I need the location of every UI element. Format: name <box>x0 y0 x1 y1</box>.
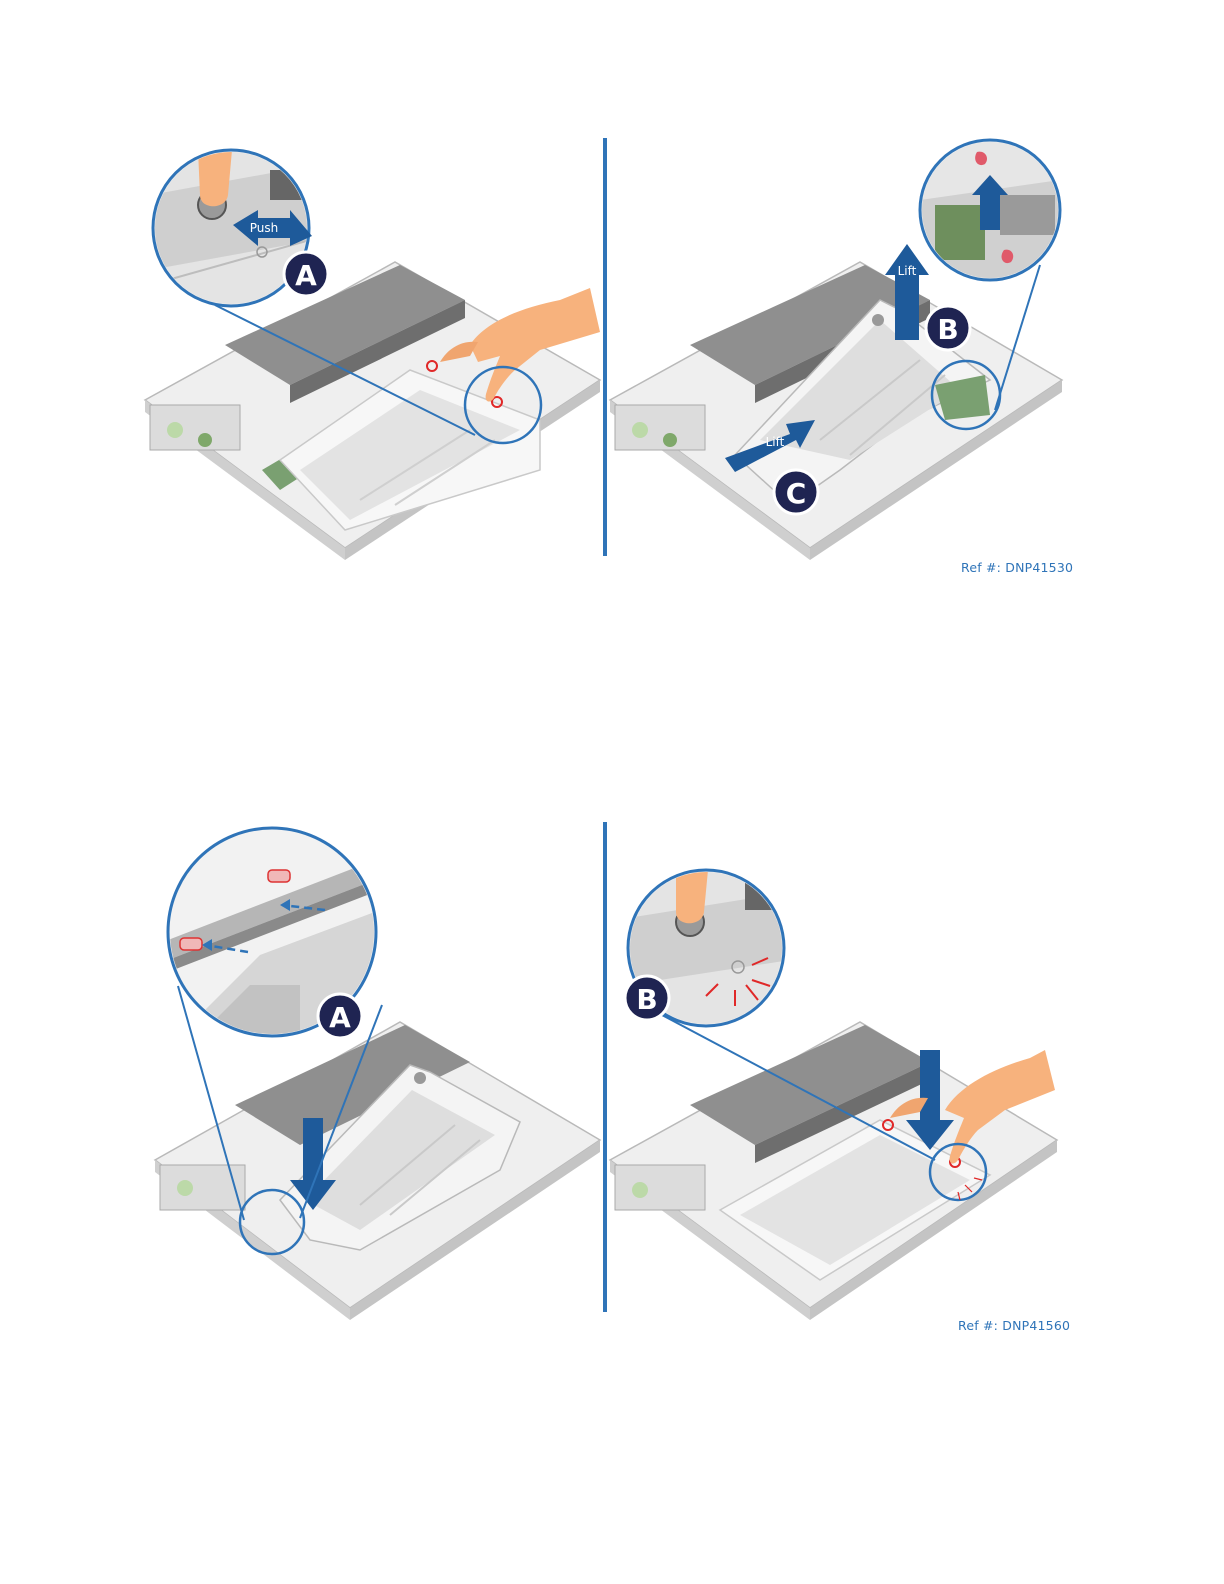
step-badge-a-2: A <box>318 994 362 1038</box>
figure-reference-number: Ref #: DNP41530 <box>961 560 1073 575</box>
step-badge-c: C <box>774 470 818 514</box>
svg-text:B: B <box>937 313 958 346</box>
lift-arrow-label-b: Lift <box>898 264 917 278</box>
server-chassis-right <box>610 262 1062 560</box>
figure-installation: A <box>0 800 1224 1380</box>
step-badge-a: A <box>284 252 328 296</box>
detail-inset-lift <box>920 140 1060 280</box>
figure-reference-number-2: Ref #: DNP41560 <box>958 1318 1070 1333</box>
figure-removal: Push A <box>0 0 1224 620</box>
server-chassis-right-2 <box>610 1022 1057 1320</box>
step-badge-b: B <box>926 306 970 350</box>
step-badge-b-2: B <box>625 976 669 1020</box>
server-chassis-left <box>145 262 600 560</box>
svg-text:B: B <box>636 983 657 1016</box>
push-arrow-label: Push <box>250 221 279 235</box>
svg-text:C: C <box>786 477 807 510</box>
server-chassis-left-2 <box>155 1022 600 1320</box>
figure-installation-illustration: A <box>0 800 1224 1380</box>
figure-removal-illustration: Push A <box>0 0 1224 620</box>
svg-text:A: A <box>329 1001 351 1034</box>
lift-arrow-label-c: Lift <box>766 435 785 449</box>
svg-text:A: A <box>295 259 317 292</box>
